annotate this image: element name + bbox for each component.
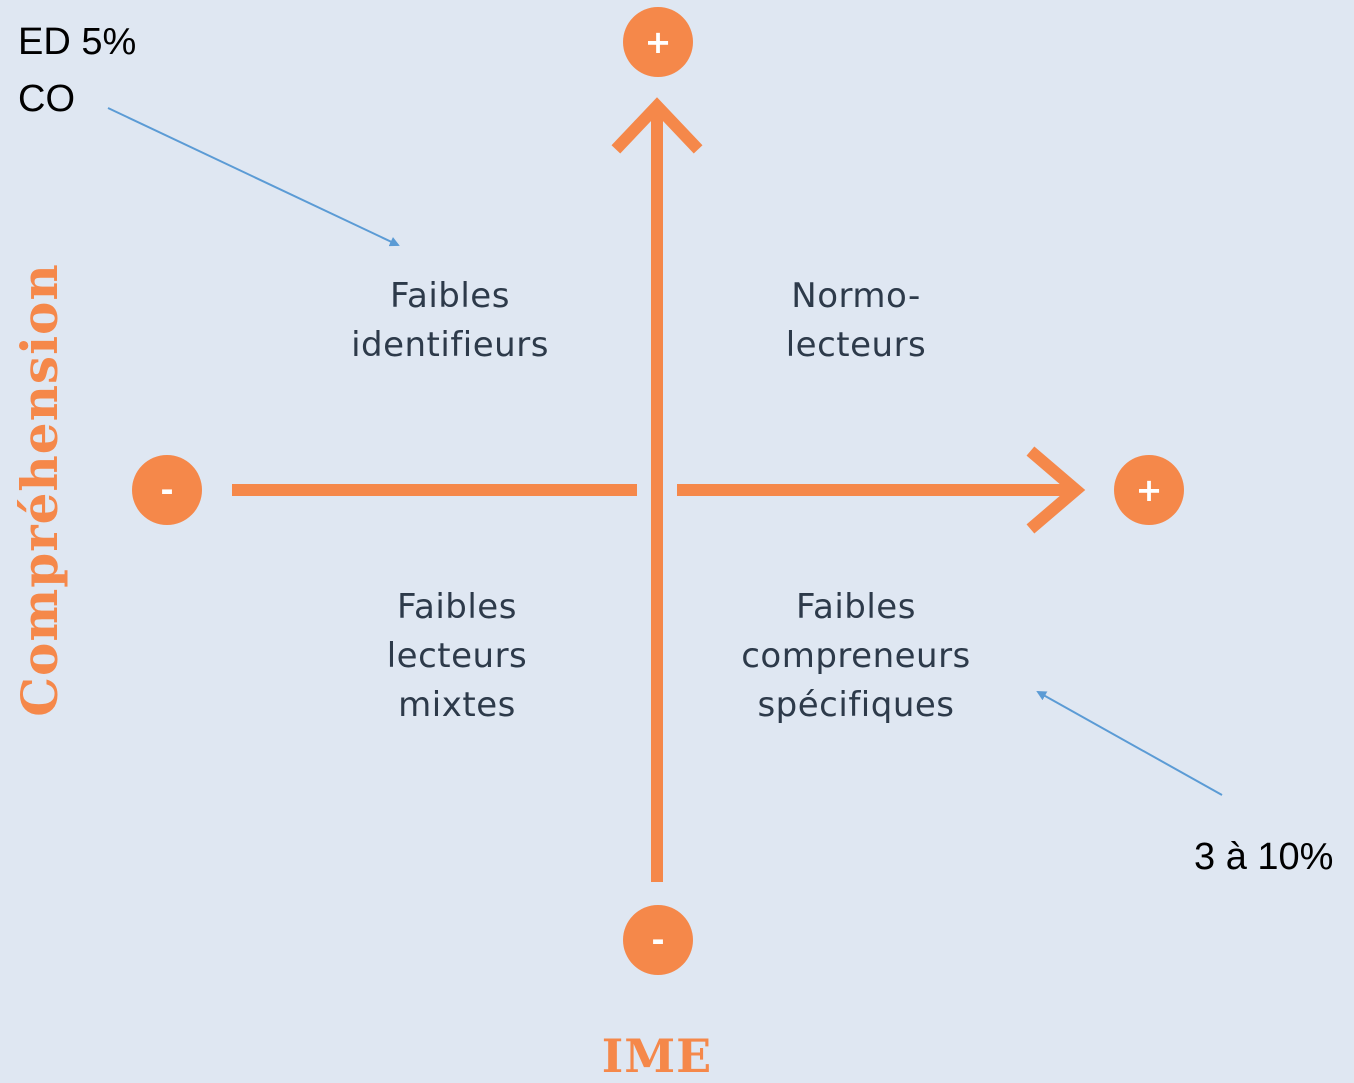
annotation-arrow-top-left	[107, 107, 400, 247]
left-sign-text: -	[160, 471, 173, 509]
annotation-co: CO	[18, 78, 75, 120]
bottom-minus-sign: -	[623, 905, 693, 975]
x-axis-title: IME	[601, 1029, 713, 1083]
quadrant-label-bottom-left: Faibles lecteurs mixtes	[386, 587, 528, 725]
left-minus-sign: -	[132, 455, 202, 525]
y-axis-title: Compréhension	[10, 263, 69, 717]
annotation-range-percentage: 3 à 10%	[1194, 836, 1334, 878]
annotation-ed-percentage: ED 5%	[18, 21, 137, 63]
quadrant-label-top-right: Normo- lecteurs	[785, 276, 927, 365]
quadrant-label-bottom-right: Faibles compreneurs spécifiques	[741, 587, 971, 725]
top-sign-text: +	[645, 23, 672, 61]
horizontal-axis-arrowhead	[1026, 446, 1086, 534]
right-sign-text: +	[1136, 471, 1163, 509]
annotation-arrow-bottom-right	[1036, 691, 1223, 796]
bottom-sign-text: -	[651, 921, 664, 959]
top-plus-sign: +	[623, 7, 693, 77]
vertical-axis-arrowhead	[611, 97, 703, 154]
right-plus-sign: +	[1114, 455, 1184, 525]
quadrant-label-top-left: Faibles identifieurs	[351, 276, 549, 365]
